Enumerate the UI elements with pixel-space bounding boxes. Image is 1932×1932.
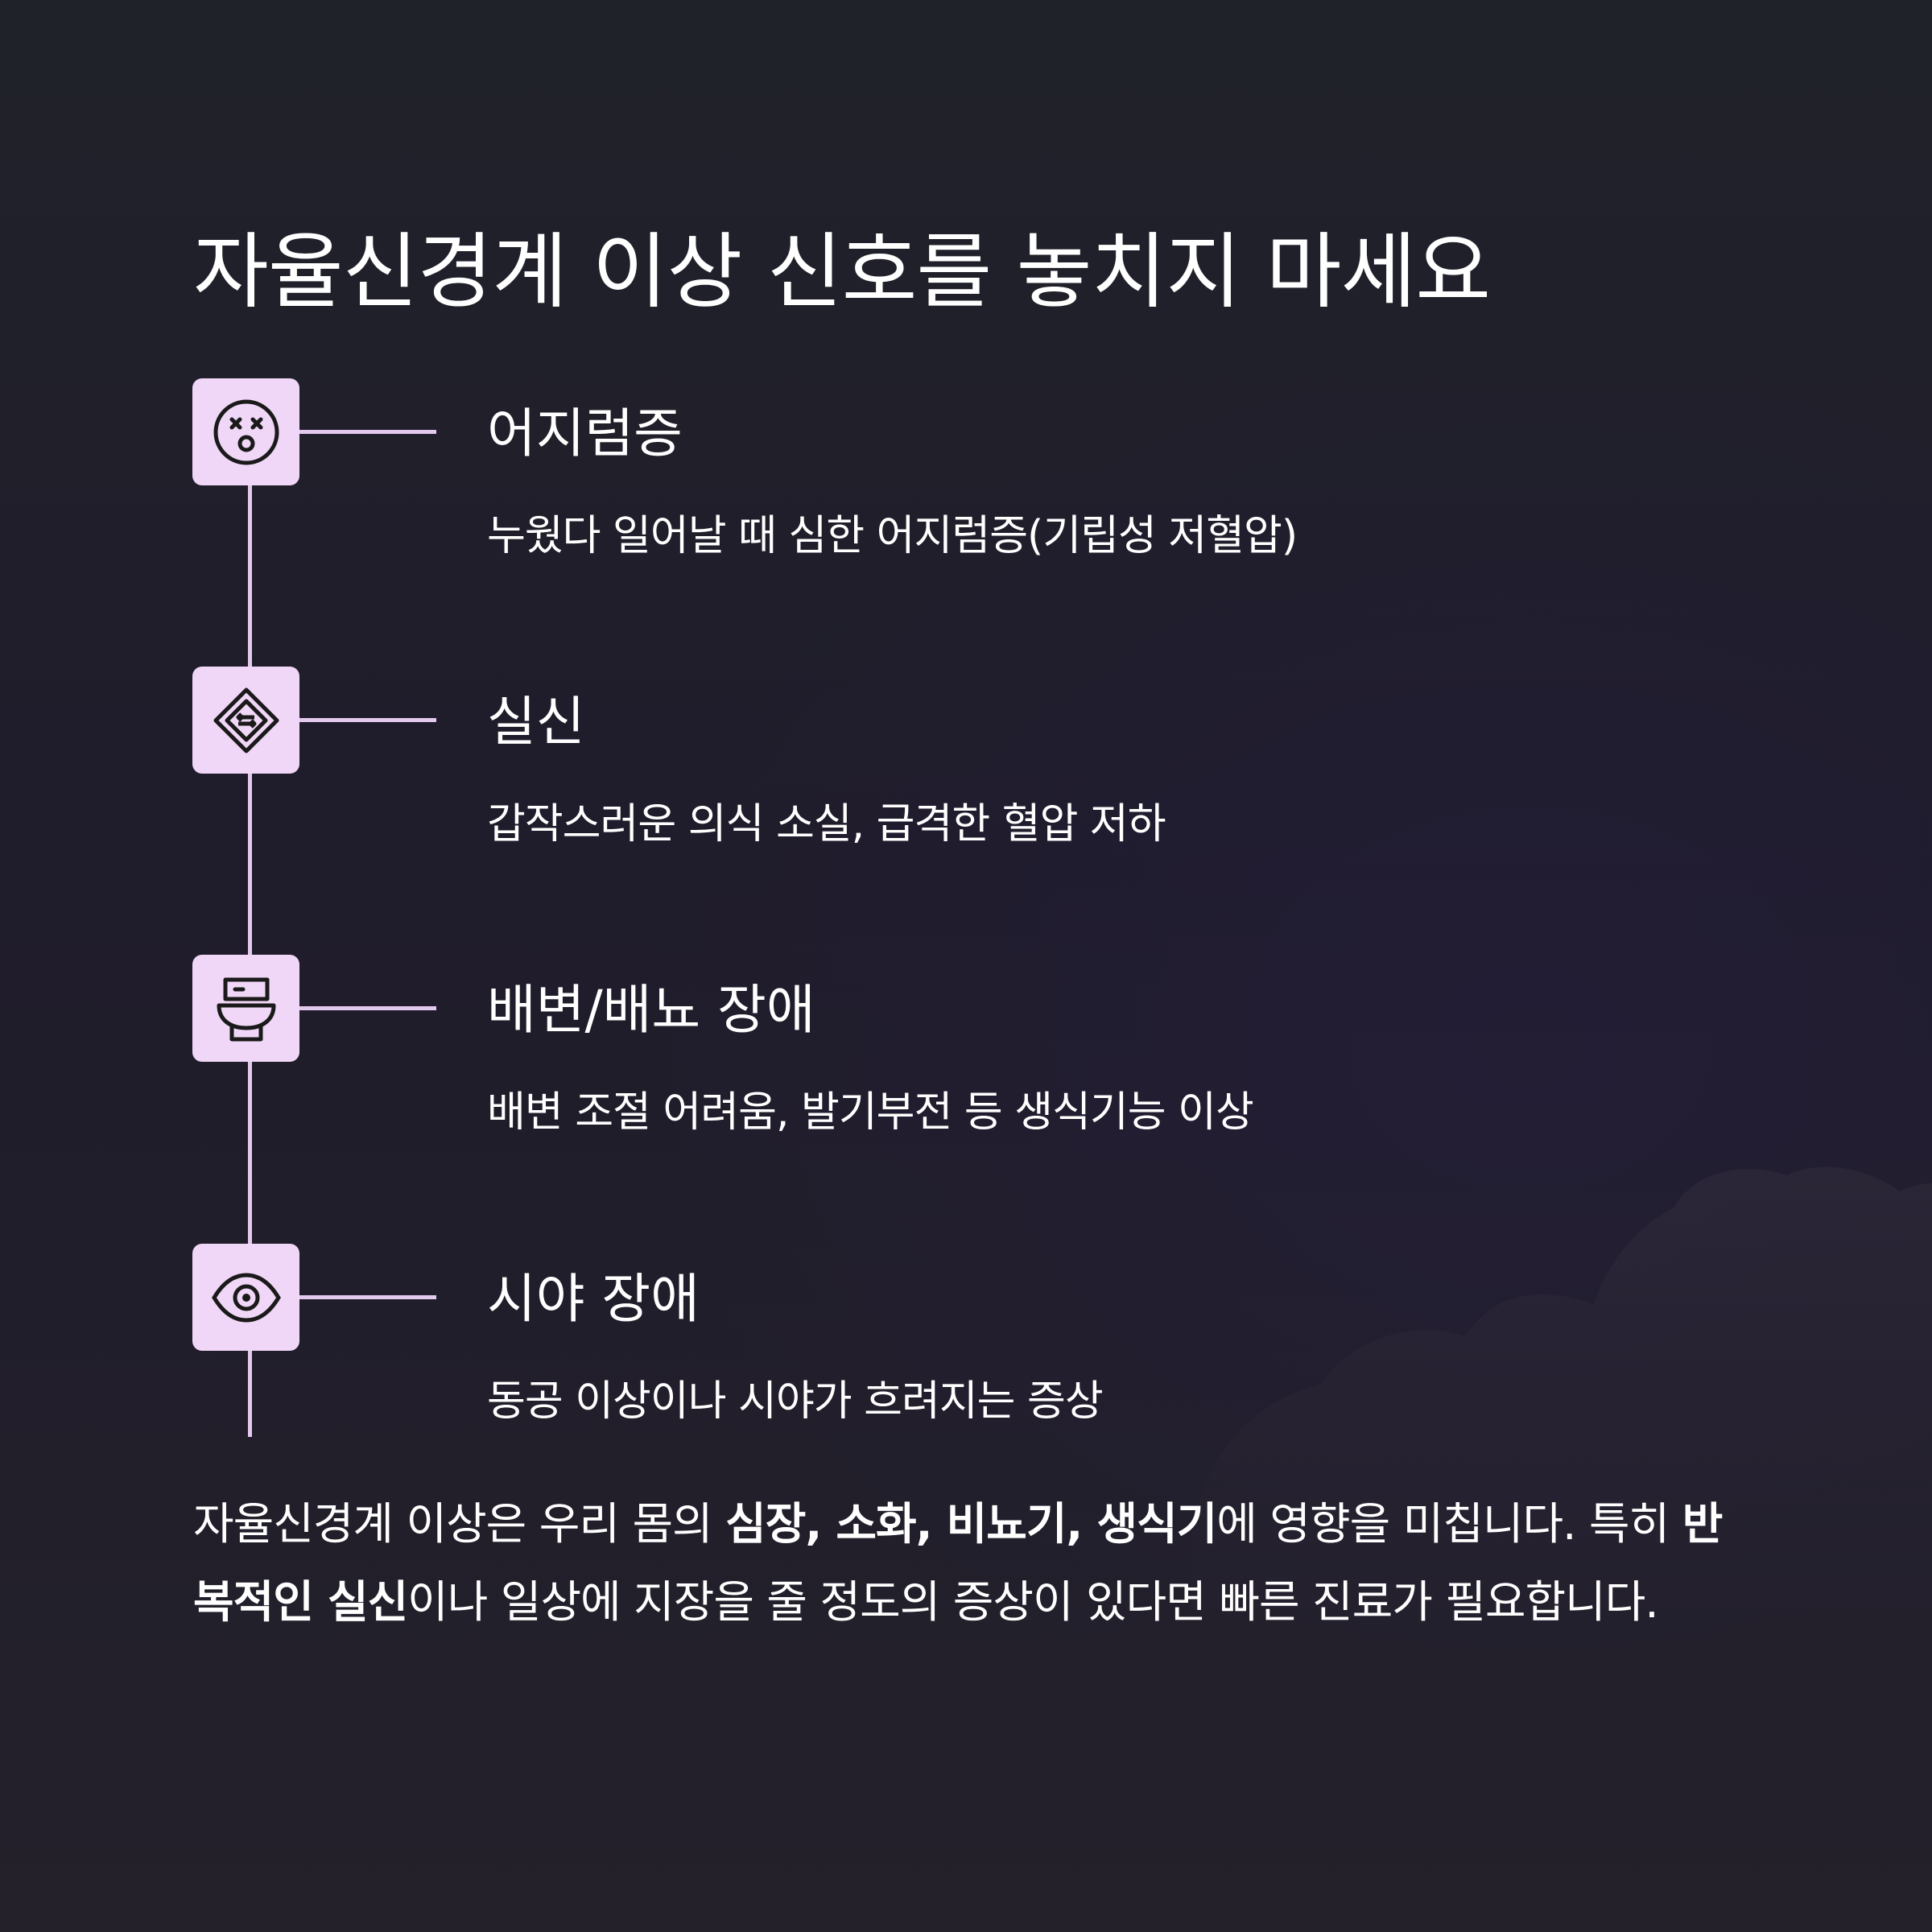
summary-text: 에 영향을 미칩니다. 특히 [1216, 1498, 1682, 1550]
summary-bold-fainting: 반복적인 실신 [193, 1498, 1723, 1628]
summary-text: 이나 일상에 지장을 줄 정도의 증상이 있다면 빠른 진료가 필요합니다. [407, 1576, 1659, 1628]
summary-text: 자율신경계 이상은 우리 몸의 [193, 1498, 726, 1550]
dizzy-face-icon [213, 399, 279, 464]
timeline-line [248, 435, 252, 1437]
eye-icon [211, 1272, 281, 1323]
page-title: 자율신경계 이상 신호를 놓치지 마세요 [193, 225, 1491, 320]
toilet-icon [217, 977, 275, 1041]
symptom-item-vision: 시야 장애 동공 이상이나 시야가 흐려지는 증상 [0, 1244, 1932, 1426]
item-description: 갑작스러운 의식 소실, 급격한 혈압 저하 [487, 800, 1166, 848]
icon-box [192, 667, 299, 774]
fainting-diamond-icon [213, 687, 279, 753]
connector-line [299, 1295, 436, 1299]
item-title: 배변/배뇨 장애 [487, 979, 815, 1041]
item-description: 배변 조절 어려움, 발기부전 등 생식기능 이상 [487, 1088, 1254, 1137]
symptom-item-excretion: 배변/배뇨 장애 배변 조절 어려움, 발기부전 등 생식기능 이상 [0, 955, 1932, 1137]
symptom-item-dizziness: 어지럼증 누웠다 일어날 때 심한 어지럼증(기립성 저혈압) [0, 378, 1932, 560]
symptom-item-fainting: 실신 갑작스러운 의식 소실, 급격한 혈압 저하 [0, 667, 1932, 848]
icon-box [192, 1244, 299, 1351]
icon-box [192, 378, 299, 485]
item-title: 실신 [487, 691, 585, 753]
summary-bold-organs: 심장, 소화, 비뇨기, 생식기 [725, 1498, 1217, 1550]
connector-line [299, 1006, 436, 1010]
item-description: 누웠다 일어날 때 심한 어지럼증(기립성 저혈압) [487, 512, 1298, 560]
item-description: 동공 이상이나 시야가 흐려지는 증상 [487, 1377, 1104, 1426]
connector-line [299, 718, 436, 722]
item-title: 시야 장애 [487, 1268, 700, 1330]
summary-paragraph: 자율신경계 이상은 우리 몸의 심장, 소화, 비뇨기, 생식기에 영향을 미칩… [193, 1485, 1739, 1641]
icon-box [192, 955, 299, 1062]
connector-line [299, 430, 436, 434]
item-title: 어지럼증 [487, 402, 683, 464]
